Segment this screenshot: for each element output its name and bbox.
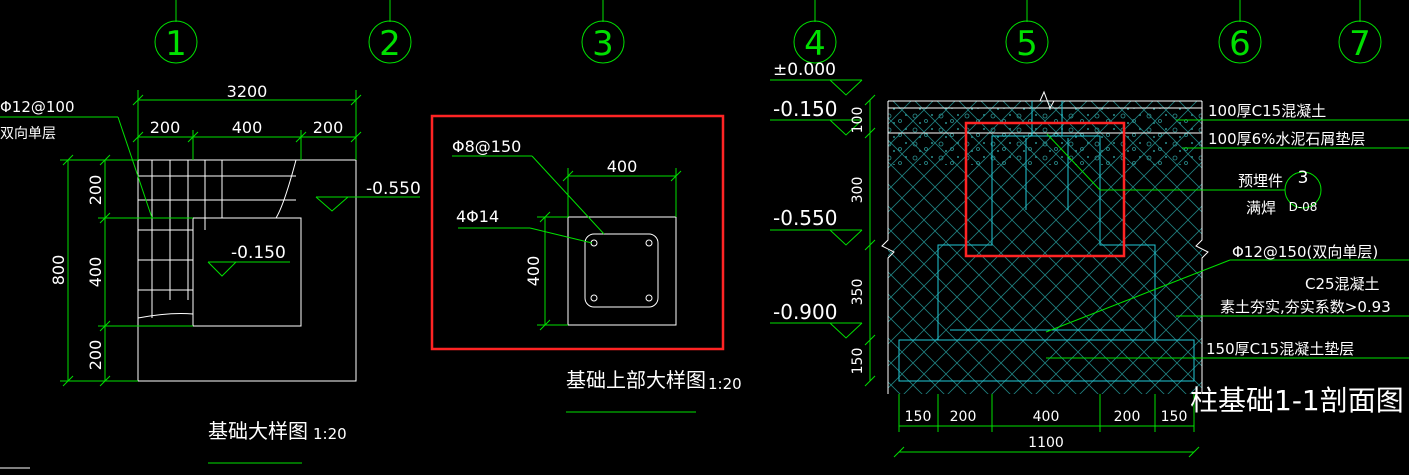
- detail-title-upper: 基础上部大样图: [566, 368, 706, 392]
- grid-bubble-5: [1005, 20, 1049, 64]
- grid-bubble-7: [1338, 20, 1382, 64]
- embed-number: 3: [1298, 168, 1309, 188]
- foundation-section-1-1[interactable]: ±0.000 -0.150 -0.550 -0.900 100 300 350 …: [770, 60, 1409, 458]
- section-title: 柱基础1-1剖面图: [1190, 384, 1404, 417]
- dim-total-height: 800: [49, 255, 68, 286]
- dim-v-300: 300: [850, 177, 866, 204]
- elev-minus-0150: -0.150: [773, 97, 837, 121]
- foundation-detail-plan[interactable]: 3200 200 400 200 800 200 400 200 Φ12@100…: [0, 82, 421, 464]
- dim-h-200-right: 200: [1114, 409, 1141, 425]
- dim-h-150-right: 150: [1161, 409, 1188, 425]
- note-soil: 素土夯实,夯实系数>0.93: [1220, 298, 1391, 316]
- dim-h-400: 400: [1033, 409, 1060, 425]
- dim-v2: 400: [86, 257, 105, 288]
- grid-bubble-6: [1218, 20, 1262, 64]
- foundation-upper-detail[interactable]: 400 400 Φ8@150 4Φ14 基础上部大样图 1:20: [430, 114, 742, 413]
- top-concrete-layer: [888, 108, 1202, 133]
- grid-label-2: 2: [379, 24, 401, 64]
- dim-left: 200: [150, 118, 181, 137]
- dim-width-upper: 400: [607, 157, 638, 176]
- embed-ref: D-08: [1289, 200, 1318, 214]
- embed-bubble: [1284, 171, 1322, 209]
- note-top-concrete: 100厚C15混凝土: [1208, 102, 1326, 120]
- highlight-box-upper-detail: [430, 114, 725, 351]
- dim-v3: 200: [86, 340, 105, 371]
- detail-title-foundation: 基础大样图: [208, 419, 308, 443]
- grid-label-3: 3: [592, 24, 614, 64]
- grid-label-4: 4: [804, 24, 826, 64]
- stirrup-callout: Φ8@150: [452, 137, 521, 156]
- note-cushion: 150厚C15混凝土垫层: [1206, 340, 1354, 358]
- note-stone-chip: 100厚6%水泥石屑垫层: [1208, 130, 1365, 148]
- dim-right: 200: [313, 118, 344, 137]
- main-bar-3: [590, 294, 598, 302]
- dim-v-350: 350: [850, 279, 866, 306]
- elev-minus-0900: -0.900: [773, 300, 837, 324]
- dim-h-200-left: 200: [950, 409, 977, 425]
- grid-bubble-3: [581, 20, 625, 64]
- dim-h-150-left: 150: [905, 409, 932, 425]
- grid-axis-group: 1 2 3 4 5 6 7: [154, 0, 1382, 64]
- column-outline: [192, 217, 302, 327]
- dim-total-width: 3200: [227, 82, 268, 101]
- dim-v1: 200: [86, 175, 105, 206]
- main-bar-4: [645, 294, 653, 302]
- grid-bubble-2: [368, 20, 412, 64]
- main-bar-callout: 4Φ14: [456, 207, 499, 226]
- footing-outline: [137, 159, 357, 382]
- dim-v-100: 100: [850, 107, 866, 134]
- grid-label-6: 6: [1229, 24, 1251, 64]
- grid-label-7: 7: [1349, 24, 1371, 64]
- cushion-layer: [898, 339, 1195, 382]
- embed-label: 预埋件: [1238, 172, 1283, 190]
- grid-label-5: 5: [1016, 24, 1038, 64]
- elev-outer: -0.550: [366, 179, 421, 199]
- detail-scale-foundation: 1:20: [313, 425, 347, 443]
- embed-weld: 满焊: [1246, 199, 1276, 217]
- column-section: [567, 216, 677, 326]
- grid-label-1: 1: [165, 24, 187, 64]
- dim-height-upper: 400: [524, 256, 543, 287]
- elev-minus-0550: -0.550: [773, 206, 837, 230]
- stirrup-outline: [584, 233, 659, 308]
- note-concrete-grade: C25混凝土: [1305, 275, 1380, 293]
- dim-h-total: 1100: [1028, 435, 1064, 451]
- rebar-callout: Φ12@100: [0, 98, 75, 116]
- detail-scale-upper: 1:20: [708, 375, 742, 393]
- grid-bubble-1: [154, 20, 198, 64]
- elev-inner: -0.150: [231, 243, 286, 263]
- dim-v-150: 150: [850, 348, 866, 375]
- dim-middle: 400: [232, 118, 263, 137]
- rebar-partial-grid: [137, 159, 297, 319]
- elev-zero: ±0.000: [773, 60, 836, 80]
- main-bar-2: [645, 239, 653, 247]
- note-rebar: Φ12@150(双向单层): [1232, 243, 1378, 261]
- rebar-callout-note: 双向单层: [0, 126, 56, 142]
- stone-chip-layer: [888, 133, 1202, 165]
- grid-bubble-4: [793, 20, 837, 64]
